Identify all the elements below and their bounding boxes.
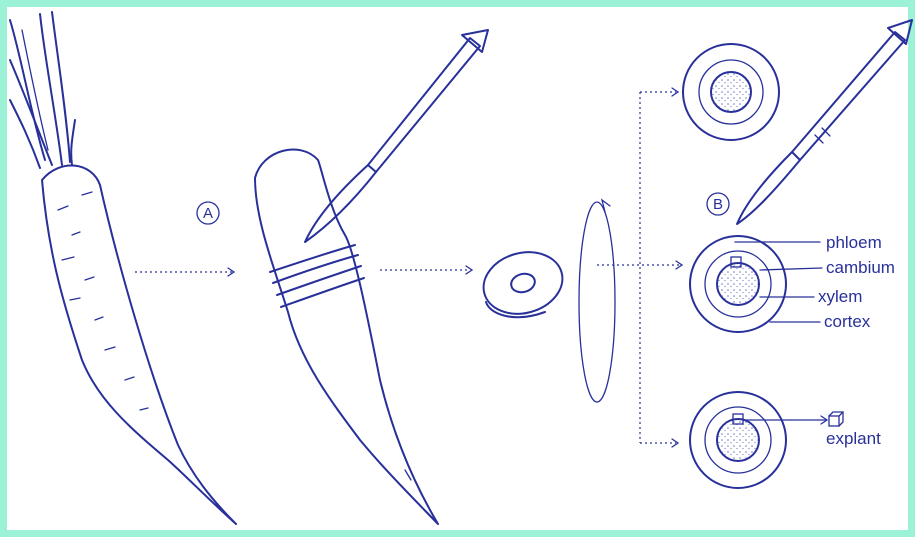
step-a-label: A bbox=[203, 205, 213, 222]
cross-section-top bbox=[682, 43, 780, 141]
cross-section-middle bbox=[689, 235, 787, 333]
step-b-label: B bbox=[713, 196, 723, 213]
branch-arrows bbox=[597, 87, 684, 448]
carrot-with-leaves bbox=[9, 11, 237, 525]
carrot-leaves bbox=[9, 11, 76, 169]
leader-lines bbox=[734, 241, 823, 323]
explant-cube bbox=[828, 411, 844, 427]
label-cambium: cambium bbox=[826, 258, 895, 277]
step-b-circle bbox=[706, 192, 730, 216]
carrot-disc bbox=[482, 251, 564, 319]
sliced-carrot-outline bbox=[254, 148, 439, 525]
label-xylem: xylem bbox=[818, 287, 862, 306]
cross-section-bottom bbox=[689, 391, 829, 489]
step-a-circle bbox=[196, 201, 220, 225]
carrot-surface-marks bbox=[57, 191, 149, 411]
label-phloem: phloem bbox=[826, 233, 882, 252]
label-cortex: cortex bbox=[824, 312, 871, 331]
rotation-arrow bbox=[578, 198, 616, 403]
scalpel-a bbox=[304, 29, 489, 243]
scalpel-b bbox=[736, 19, 913, 225]
carrot-root-outline bbox=[41, 164, 237, 525]
sliced-carrot bbox=[254, 148, 439, 525]
label-explant: explant bbox=[826, 429, 881, 448]
